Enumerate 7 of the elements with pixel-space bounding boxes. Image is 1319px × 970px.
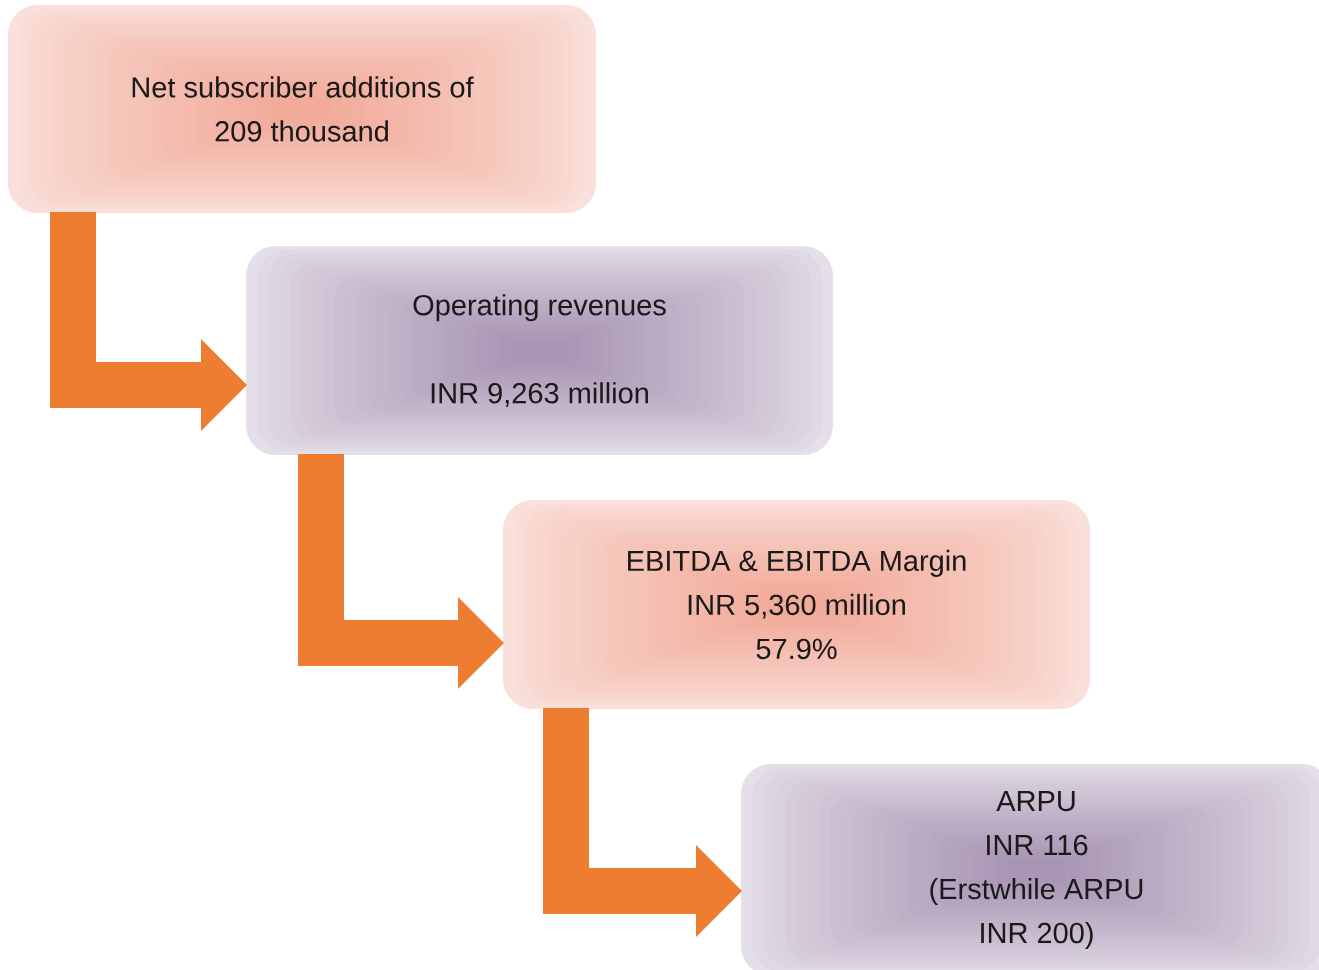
bent-arrow (50, 212, 247, 431)
rounded-box: EBITDA & EBITDA Margin INR 5,360 million 57.9% (503, 500, 1090, 709)
bent-arrow (298, 454, 504, 689)
rounded-box: ARPU INR 116 (Erstwhile ARPU INR 200) (741, 764, 1319, 970)
bent-arrow (543, 708, 742, 937)
rounded-box: Operating revenues INR 9,263 million (246, 246, 833, 455)
rounded-box: Net subscriber additions of 209 thousand (8, 5, 596, 213)
